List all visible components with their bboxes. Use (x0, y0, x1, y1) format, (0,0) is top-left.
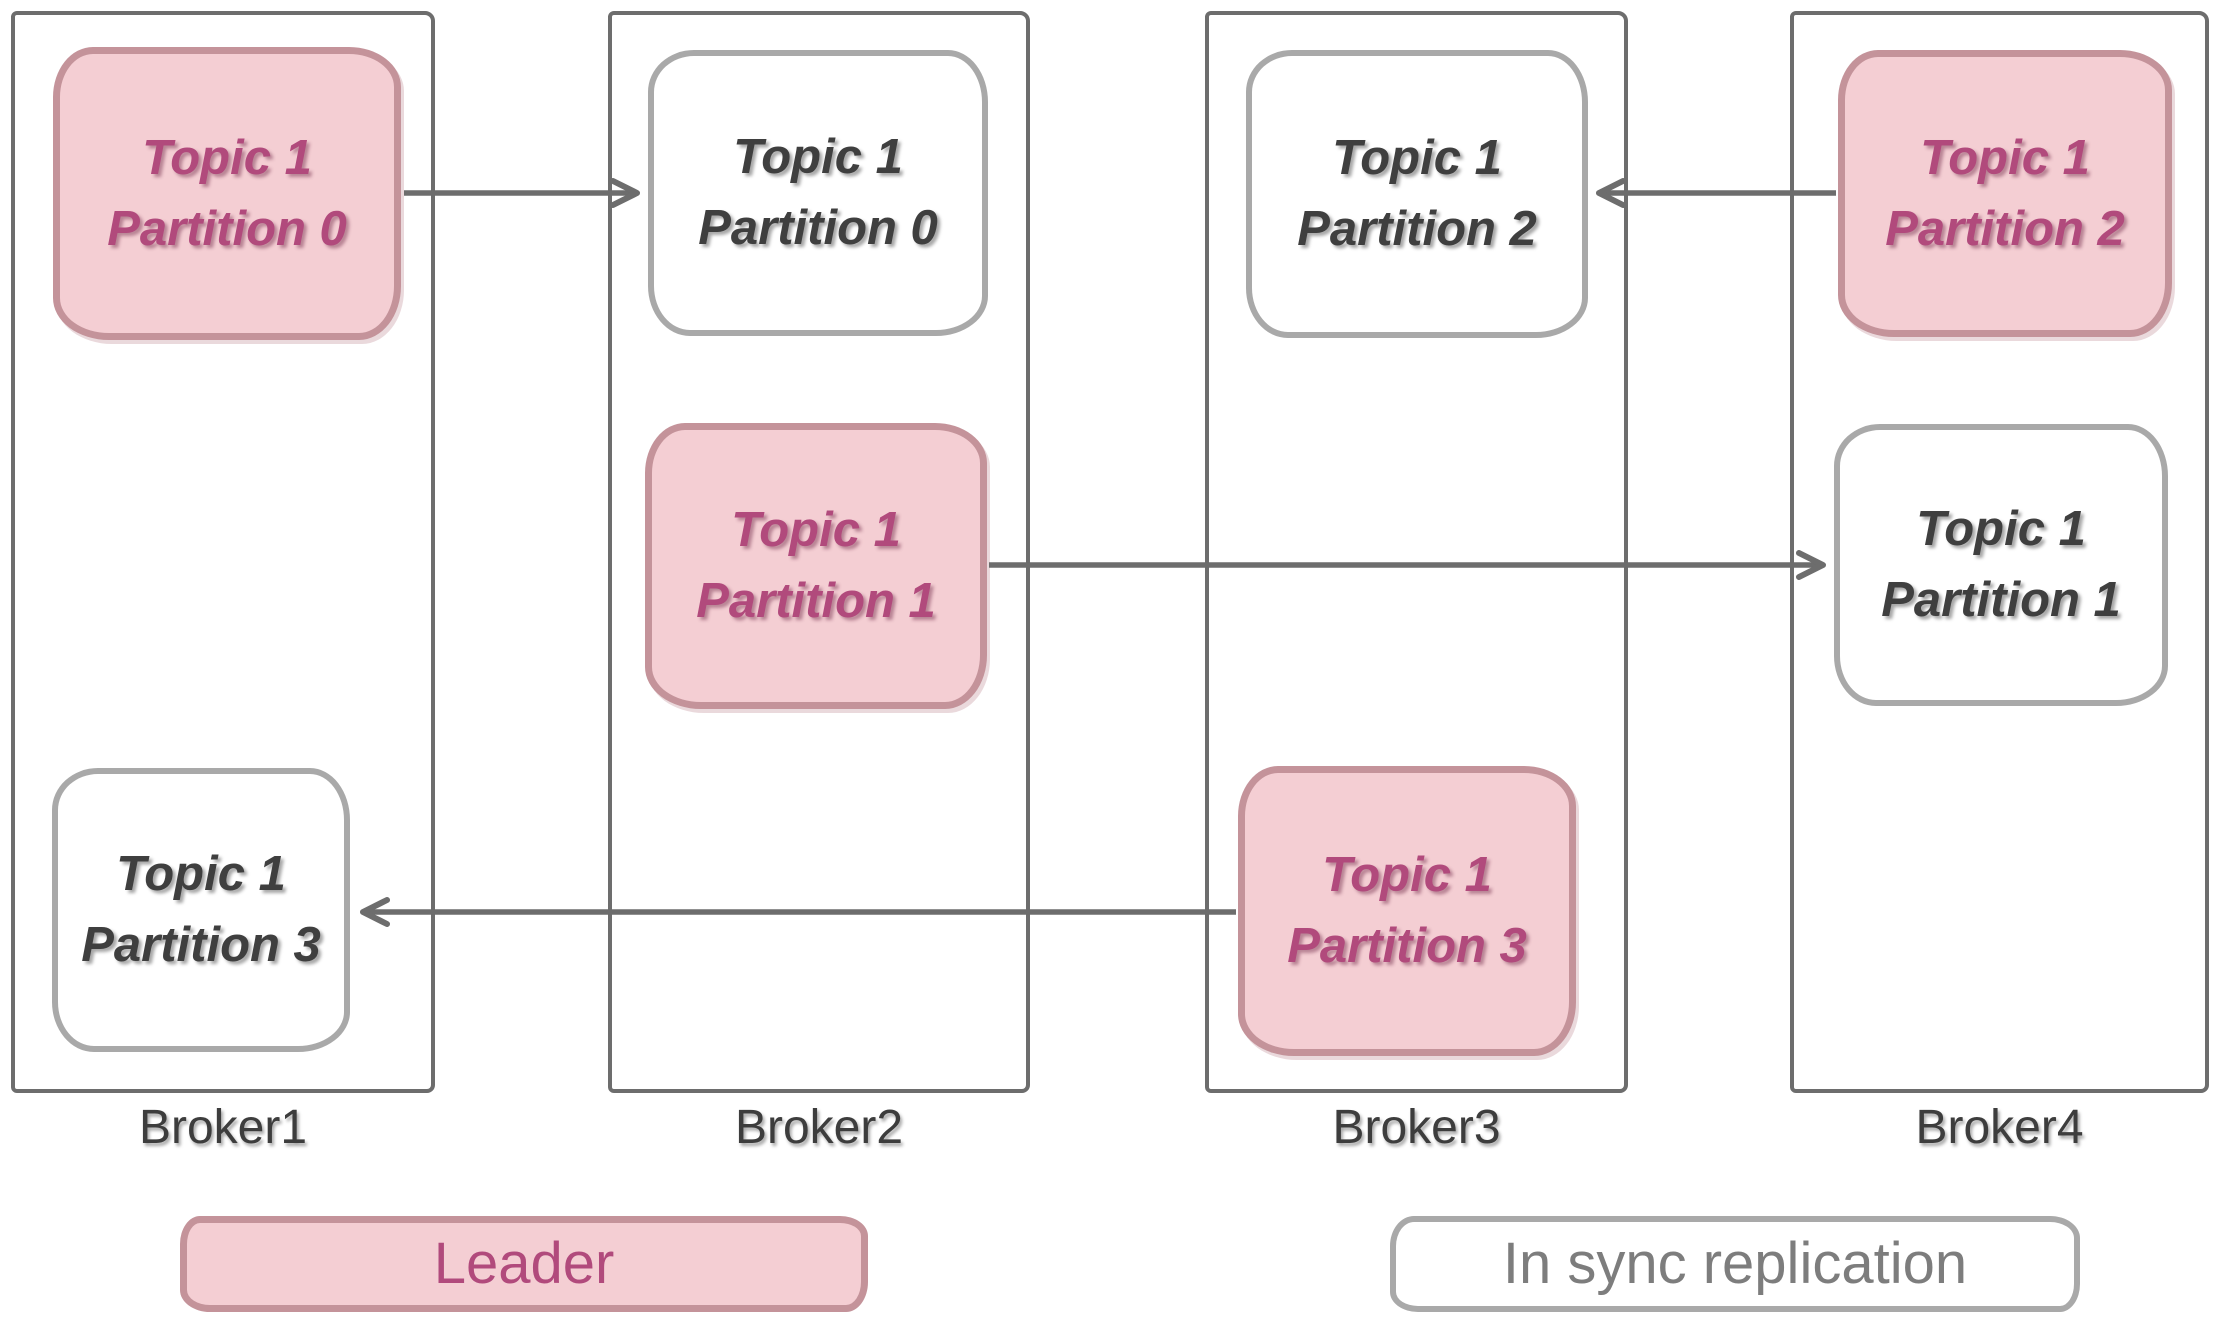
partition-title: Topic 1 (1322, 848, 1492, 902)
broker1-container (11, 11, 435, 1093)
legend-in-sync-replication: In sync replication (1390, 1216, 2080, 1312)
partition-subtitle: Partition 2 (1297, 202, 1537, 256)
broker1-label: Broker1 (138, 1101, 308, 1154)
partition-subtitle: Partition 0 (107, 201, 347, 256)
partition-title: Topic 1 (1332, 131, 1502, 185)
legend-leader: Leader (180, 1216, 868, 1312)
partition-box-broker3-topic1-partition3-leader: Topic 1 Partition 3 (1238, 766, 1576, 1056)
partition-subtitle: Partition 3 (1287, 919, 1527, 973)
broker3-container (1205, 11, 1628, 1093)
partition-box-broker2-topic1-partition0-replica: Topic 1 Partition 0 (648, 50, 988, 336)
broker4-container (1790, 11, 2209, 1093)
partition-box-broker2-topic1-partition1-leader: Topic 1 Partition 1 (645, 423, 987, 709)
partition-box-broker4-topic1-partition2-leader: Topic 1 Partition 2 (1838, 50, 2172, 337)
partition-box-broker4-topic1-partition1-replica: Topic 1 Partition 1 (1834, 424, 2168, 706)
partition-box-broker3-topic1-partition2-replica: Topic 1 Partition 2 (1246, 50, 1588, 338)
partition-subtitle: Partition 0 (698, 201, 938, 255)
legend-leader-label: Leader (433, 1231, 615, 1296)
broker2-container (608, 11, 1030, 1093)
partition-subtitle: Partition 1 (1881, 573, 2121, 627)
partition-subtitle: Partition 2 (1885, 201, 2125, 256)
partition-title: Topic 1 (1916, 502, 2086, 556)
partition-title: Topic 1 (116, 847, 286, 901)
partition-box-broker1-topic1-partition0-leader: Topic 1 Partition 0 (53, 47, 401, 340)
partition-box-broker1-topic1-partition3-replica: Topic 1 Partition 3 (52, 768, 350, 1052)
broker3-label: Broker3 (1332, 1101, 1501, 1154)
partition-subtitle: Partition 3 (81, 918, 321, 972)
legend-in-sync-replication-label: In sync replication (1502, 1231, 1968, 1296)
broker4-label: Broker4 (1915, 1101, 2084, 1154)
partition-title: Topic 1 (731, 503, 901, 557)
partition-title: Topic 1 (142, 130, 312, 185)
broker2-label: Broker2 (734, 1101, 904, 1154)
partition-title: Topic 1 (733, 130, 903, 184)
partition-subtitle: Partition 1 (696, 574, 936, 628)
partition-title: Topic 1 (1920, 130, 2090, 185)
